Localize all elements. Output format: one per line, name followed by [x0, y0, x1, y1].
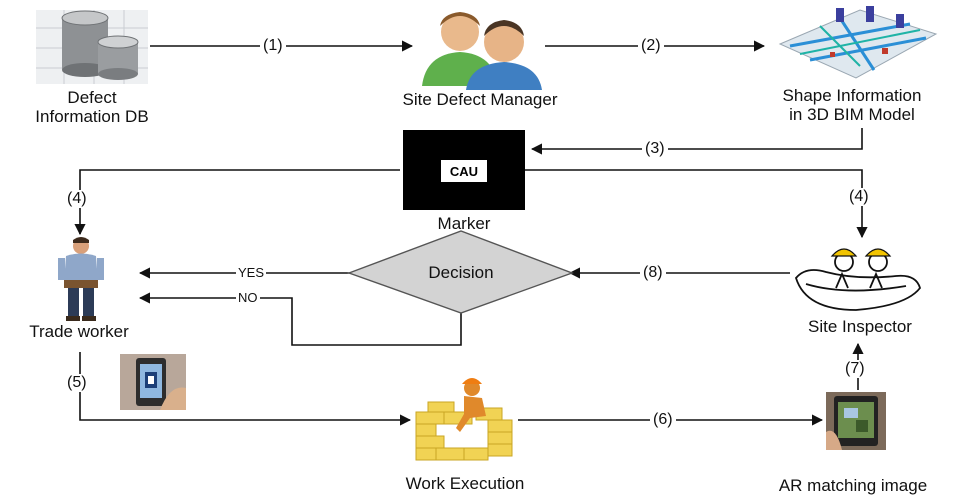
worker-icon — [58, 237, 104, 321]
brick-wall-worker-icon — [415, 378, 513, 461]
shape-info-label: Shape Information in 3D BIM Model — [782, 86, 922, 124]
smartphone-marker-icon — [120, 354, 186, 410]
step-4-left-label: (4) — [64, 190, 90, 208]
step-4-right-label: (4) — [846, 188, 872, 206]
yes-branch-label: YES — [236, 265, 267, 281]
step-3-label: (3) — [642, 140, 668, 158]
work-execution-label: Work Execution — [405, 474, 525, 493]
decision-label: Decision — [428, 263, 494, 282]
step-7-label: (7) — [842, 360, 868, 378]
arrow-4-left — [74, 169, 400, 236]
arrow-3 — [530, 128, 863, 155]
ar-phone-icon — [826, 392, 886, 450]
arrow-no — [138, 292, 462, 346]
step-5-label: (5) — [64, 374, 90, 392]
step-6-label: (6) — [650, 411, 676, 429]
marker-logo-text: CAU — [450, 164, 478, 179]
decision-diamond — [346, 230, 575, 314]
step-1-label: (1) — [260, 37, 286, 55]
no-branch-label: NO — [236, 290, 260, 306]
database-icon — [36, 10, 148, 84]
trade-worker-label: Trade worker — [29, 322, 129, 341]
ar-matching-label: AR matching image — [778, 476, 928, 495]
arrow-4-right — [525, 169, 868, 239]
inspectors-icon — [794, 248, 921, 311]
defect-db-label: Defect Information DB — [35, 88, 149, 126]
step-2-label: (2) — [638, 37, 664, 55]
ar-marker-icon: CAU — [403, 130, 525, 210]
bim-model-icon — [770, 4, 942, 84]
marker-label: Marker — [437, 214, 491, 233]
step-8-label: (8) — [640, 264, 666, 282]
site-inspector-label: Site Inspector — [808, 317, 912, 336]
people-icon — [422, 12, 542, 90]
site-defect-manager-label: Site Defect Manager — [402, 90, 558, 109]
